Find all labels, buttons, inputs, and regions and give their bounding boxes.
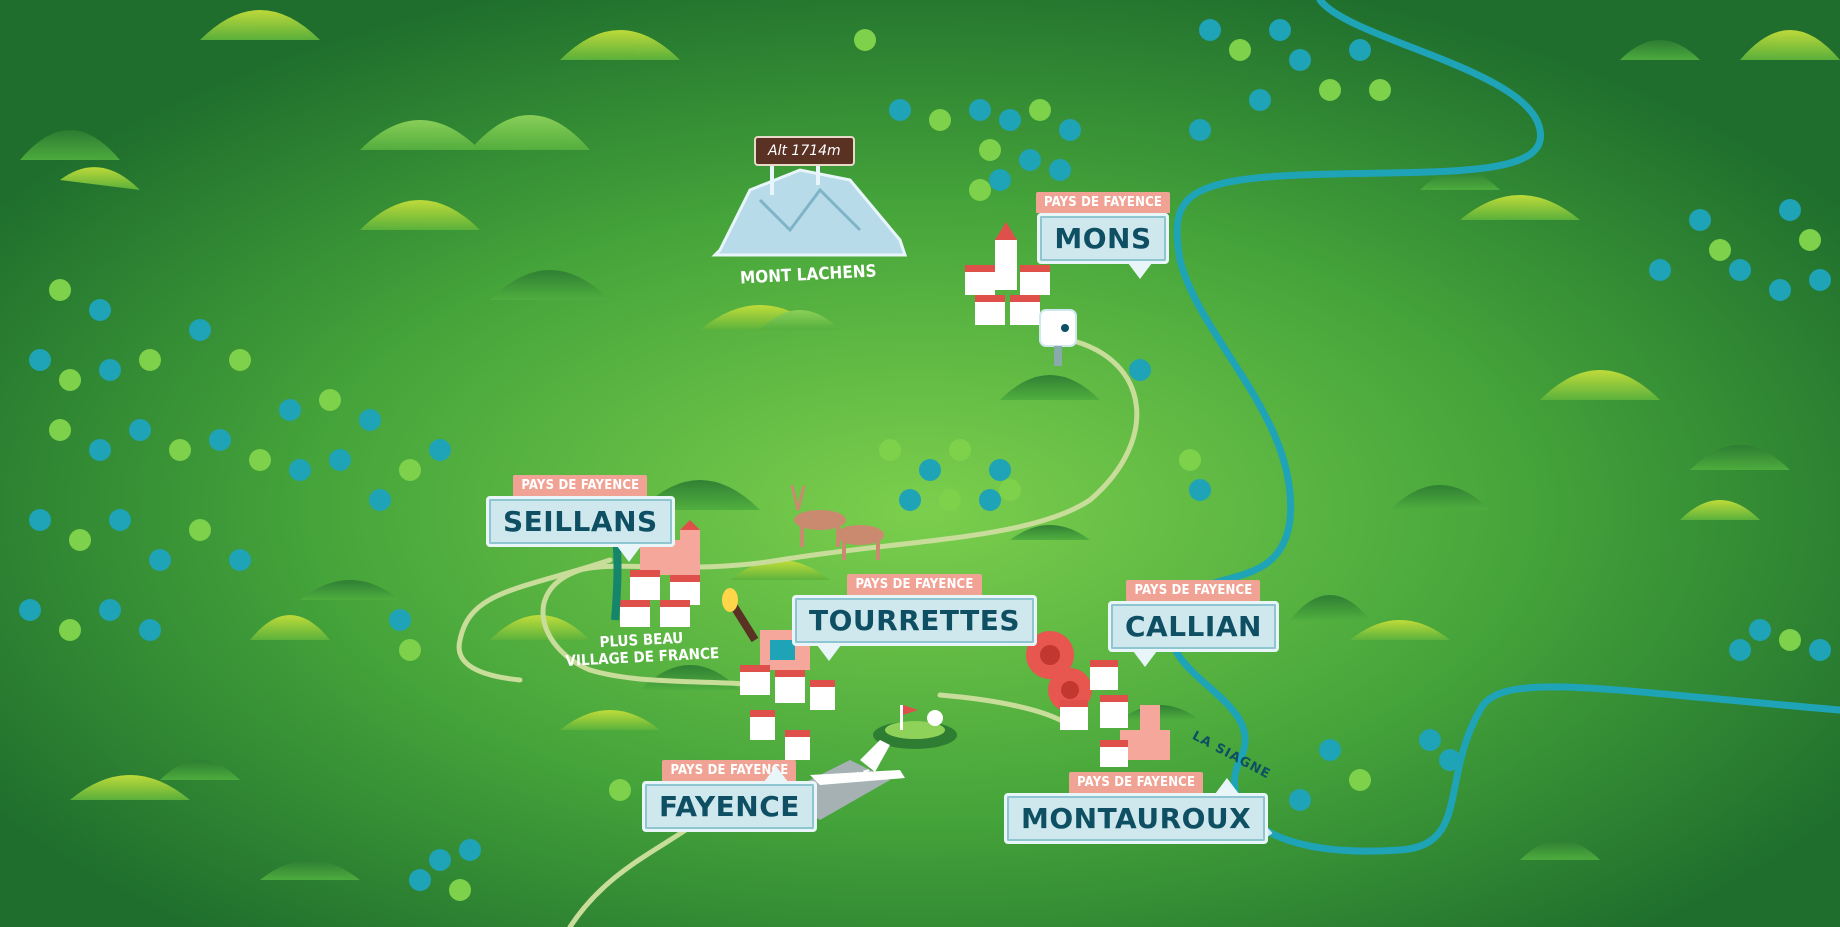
deer-icon: [790, 484, 884, 560]
sign-icon: [1039, 309, 1077, 366]
town-label-tourrettes[interactable]: PAYS DE FAYENCE TOURRETTES: [792, 574, 1038, 661]
region-tag: PAYS DE FAYENCE: [662, 760, 797, 781]
town-name: SEILLANS: [486, 496, 675, 562]
forest-west: [19, 279, 451, 641]
town-label-mons[interactable]: PAYS DE FAYENCE MONS: [1036, 192, 1171, 279]
region-tag: PAYS DE FAYENCE: [847, 574, 982, 595]
altitude-sign: Alt 1714m: [754, 136, 855, 166]
village-icon-tourrettes: [722, 588, 835, 760]
region-tag: PAYS DE FAYENCE: [513, 475, 648, 496]
river-path: [1165, 0, 1840, 855]
village-icon-mons: [965, 222, 1050, 325]
town-label-fayence[interactable]: PAYS DE FAYENCE FAYENCE: [642, 760, 817, 832]
road-callian: [937, 692, 1063, 723]
town-name: MONTAUROUX: [1004, 778, 1269, 844]
golf-icon: [873, 705, 957, 749]
region-tag: PAYS DE FAYENCE: [1069, 772, 1204, 793]
town-label-callian[interactable]: PAYS DE FAYENCE CALLIAN: [1108, 580, 1279, 667]
forest-center: [879, 439, 1021, 511]
forest-north: [854, 29, 1081, 201]
town-label-seillans[interactable]: PAYS DE FAYENCE SEILLANS: [486, 475, 675, 562]
town-name: TOURRETTES: [792, 595, 1038, 661]
town-name: MONS: [1037, 213, 1169, 279]
town-name: FAYENCE: [642, 766, 817, 832]
town-label-montauroux[interactable]: PAYS DE FAYENCE MONTAUROUX: [1004, 772, 1269, 844]
region-tag: PAYS DE FAYENCE: [1126, 580, 1261, 601]
forest-northeast: [1189, 19, 1391, 141]
mountain-icon: [711, 165, 908, 257]
hills: [20, 10, 1840, 880]
forest-south: [389, 609, 631, 901]
village-icon-callian: [1060, 660, 1170, 767]
town-name: CALLIAN: [1108, 601, 1279, 667]
region-tag: PAYS DE FAYENCE: [1036, 192, 1171, 213]
road-mons: [540, 337, 1140, 688]
forest-east: [1129, 199, 1831, 811]
road-seillans: [456, 557, 613, 683]
